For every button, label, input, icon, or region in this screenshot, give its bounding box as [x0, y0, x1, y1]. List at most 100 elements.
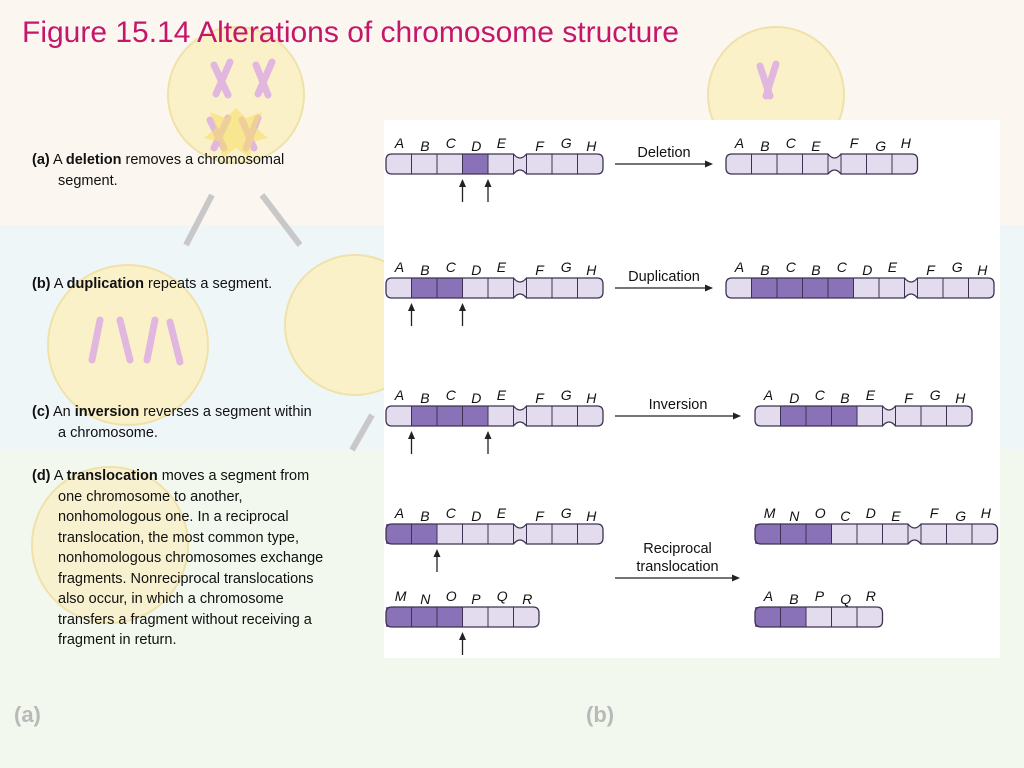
chromosome-outline [725, 153, 919, 175]
segment-label: C [446, 259, 457, 275]
description-prefix: A [53, 276, 67, 292]
process-label: Reciprocal [643, 541, 712, 557]
segment-label: H [981, 505, 992, 521]
segment-label: E [497, 505, 507, 521]
segment-label: C [786, 259, 797, 275]
segment-label: H [901, 135, 912, 151]
segment-label: B [420, 390, 429, 406]
chromosome-outline [725, 277, 995, 299]
description-text: segment. [58, 172, 118, 189]
description-term: duplication [66, 276, 144, 292]
segment-d [780, 406, 806, 426]
segment-d [462, 154, 488, 174]
segment-n [411, 607, 437, 627]
process-arrow-head [732, 574, 740, 582]
breakpoint-arrow-head [433, 549, 441, 557]
segment-label: F [535, 262, 545, 278]
segment-c [777, 278, 803, 298]
segment-label: B [789, 591, 798, 607]
segment-label: E [888, 259, 898, 275]
segment-label: A [394, 135, 404, 151]
chromosome-outline [754, 405, 973, 427]
description-text: one chromosome to another, [58, 488, 243, 505]
description-text: reverses a segment within [139, 404, 312, 420]
chromosome-outline [385, 277, 604, 299]
description-term: inversion [74, 404, 140, 420]
segment-o [806, 524, 832, 544]
segment-label: O [815, 505, 826, 521]
chromosome-body [386, 524, 603, 544]
segment-d [462, 406, 488, 426]
process-arrow-head [733, 412, 741, 420]
segment-b [831, 406, 857, 426]
segment-label: H [586, 390, 597, 406]
process-label: Duplication [628, 269, 700, 285]
segment-label: G [955, 508, 966, 524]
segment-label: R [522, 591, 532, 607]
segment-label: H [955, 390, 966, 406]
segment-c [437, 406, 463, 426]
description-text: fragments. Nonreciprocal translocations [58, 570, 314, 587]
segment-label: E [497, 387, 507, 403]
segment-label: C [786, 135, 797, 151]
chromosome-body [726, 154, 918, 174]
description-text: moves a segment from [157, 468, 310, 484]
segment-label: B [420, 138, 429, 154]
segment-label: B [760, 262, 769, 278]
segment-n [780, 524, 806, 544]
segment-label: F [535, 390, 545, 406]
segment-b [780, 607, 806, 627]
segment-label: A [763, 588, 773, 604]
segment-label: E [891, 508, 901, 524]
segment-label: F [930, 505, 940, 521]
description-tag: (d) [32, 468, 51, 484]
segment-label: Q [840, 591, 851, 607]
segment-label: H [586, 508, 597, 524]
segment-label: C [446, 135, 457, 151]
segment-label: Q [497, 588, 508, 604]
segment-label: G [561, 135, 572, 151]
segment-label: D [471, 508, 481, 524]
chromosome-outline [385, 523, 604, 545]
segment-label: O [446, 588, 457, 604]
segment-label: E [866, 387, 876, 403]
segment-label: P [815, 588, 825, 604]
segment-label: F [535, 508, 545, 524]
description-text: removes a chromosomal [121, 152, 285, 168]
panel-label-b: (b) [586, 702, 615, 727]
breakpoint-arrow-head [484, 179, 492, 187]
segment-label: G [930, 387, 941, 403]
segment-label: C [837, 259, 848, 275]
diagram-panel [384, 120, 1000, 658]
segment-label: D [862, 262, 872, 278]
description-text: repeats a segment. [144, 276, 273, 292]
description-text: a chromosome. [58, 424, 158, 441]
breakpoint-arrow-head [459, 303, 466, 311]
segment-label: D [471, 138, 481, 154]
breakpoint-arrow-head [484, 431, 492, 439]
segment-label: R [866, 588, 876, 604]
segment-label: B [420, 262, 429, 278]
segment-label: A [734, 259, 744, 275]
segment-label: B [811, 262, 820, 278]
breakpoint-arrow-head [459, 632, 466, 640]
segment-label: F [535, 138, 545, 154]
breakpoint-arrow-head [408, 303, 415, 311]
breakpoint-arrow-head [459, 179, 466, 187]
segment-label: A [763, 387, 773, 403]
background-arrows [183, 193, 375, 452]
description-text: nonhomologous chromosomes exchange [58, 550, 324, 566]
segment-label: C [446, 505, 457, 521]
breakpoint-arrow-head [408, 431, 415, 439]
segment-c [828, 278, 854, 298]
segment-m [386, 607, 412, 627]
segment-label: G [561, 259, 572, 275]
process-label: Deletion [637, 145, 690, 161]
segment-label: E [497, 259, 507, 275]
